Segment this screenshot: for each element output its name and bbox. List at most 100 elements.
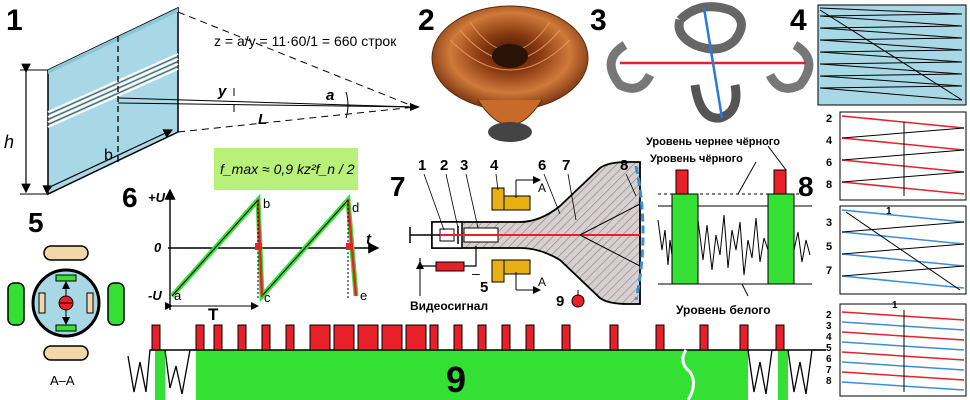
panel-3-saddle-coils: 3 <box>590 2 814 123</box>
minus-sign: – <box>472 265 480 281</box>
label-b: b <box>104 147 113 164</box>
point-d: d <box>352 200 359 215</box>
inner-left <box>38 292 46 314</box>
even-label-1: 4 <box>826 135 833 147</box>
video-seg-1 <box>657 219 673 266</box>
hblank-right-1 <box>778 350 788 400</box>
blank-pulse-1 <box>671 193 699 285</box>
odd-field-lines <box>841 209 965 289</box>
inner-right <box>86 292 94 314</box>
odd-field-retrace <box>841 211 965 291</box>
point-c: c <box>264 290 271 305</box>
panel-8-video-levels: Уровень чернее чёрного Уровень чёрного 8… <box>646 136 814 317</box>
label-a: a <box>326 87 334 104</box>
view-ray-2 <box>117 102 416 108</box>
coil-throat <box>492 44 528 68</box>
coil-4-upper-b <box>503 195 531 211</box>
panel-6-sawtooth: f_max ≈ 0,9 kz²f_n / 2 6 +U 0 -U t a b c… <box>122 148 380 324</box>
frame-label-5: 7 <box>826 365 832 376</box>
coil-top <box>43 245 89 261</box>
view-cone-top <box>177 11 416 108</box>
coil-base <box>488 122 532 142</box>
zero-cross-1 <box>255 243 262 250</box>
beam-deflect-up <box>579 203 641 236</box>
callout-7: 7 <box>562 157 570 174</box>
screen-top-edge <box>48 8 178 74</box>
frame-label-6: 8 <box>826 376 832 387</box>
panel-9-number: 9 <box>446 359 466 400</box>
video-seg-2 <box>697 214 769 276</box>
black-leader <box>737 161 757 195</box>
panel-3-number: 3 <box>590 4 607 37</box>
panel-7-number: 7 <box>390 171 406 202</box>
inner-top <box>55 274 77 282</box>
odd-label-1: 5 <box>826 241 832 253</box>
even-label-0: 2 <box>826 113 832 125</box>
progressive-raster <box>817 4 967 106</box>
panel-9-field-sync: 9 <box>127 324 826 400</box>
frame-label-1: 3 <box>826 321 832 332</box>
blank-pulse-2 <box>767 193 795 285</box>
coil-5-lower <box>491 259 505 283</box>
formula-lines: z = a/y = 11·60/1 = 660 строк <box>214 33 397 49</box>
panel-6-number: 6 <box>122 182 138 213</box>
signal-resistor <box>435 261 465 272</box>
view-cone-bottom <box>177 106 416 133</box>
panel-5-number: 5 <box>28 207 44 238</box>
coil-bottom <box>43 345 89 361</box>
b-dimension <box>42 129 174 194</box>
sync-train <box>151 324 785 351</box>
odd-label-0: 3 <box>826 217 832 229</box>
video-tail-left <box>127 349 155 393</box>
panel-2-deflection-coil-photo: 2 <box>418 4 589 142</box>
callout-4: 4 <box>490 157 499 174</box>
section-a-bottom: A <box>538 275 546 289</box>
callout-1: 1 <box>418 157 426 174</box>
saddle-coils <box>606 2 814 123</box>
panel-7-crt: 7 A A – Видеосигнал 1 2 3 4 6 7 8 <box>390 157 645 313</box>
callout-9: 9 <box>556 293 564 310</box>
period-label: T <box>208 305 219 324</box>
panel-2-number: 2 <box>418 4 435 37</box>
even-label-2: 6 <box>826 157 832 169</box>
coil-5-lower-b <box>503 259 531 275</box>
label-y: y <box>217 83 227 100</box>
even-field-retrace <box>841 122 965 196</box>
interlaced-frame-raster <box>839 303 967 397</box>
callout-3: 3 <box>460 157 468 174</box>
blacker-leader <box>767 145 787 171</box>
scan-lines-shade <box>47 56 179 125</box>
time-break <box>681 349 695 400</box>
callout-5: 5 <box>480 279 488 296</box>
panel-4-number: 4 <box>790 4 807 37</box>
level-white-label: Уровень белого <box>676 303 771 317</box>
coil-left <box>7 282 25 326</box>
view-ray-1 <box>117 97 416 108</box>
section-a-top: A <box>538 181 546 195</box>
beam-deflect-down <box>579 234 641 267</box>
level-black-label: Уровень чёрного <box>650 153 743 165</box>
point-b: b <box>263 196 270 211</box>
coil-4-upper <box>491 187 505 211</box>
label-L: L <box>258 111 267 128</box>
crt-envelope <box>431 161 641 305</box>
t-label: t <box>366 231 372 248</box>
white-leader <box>741 283 749 297</box>
callout-2: 2 <box>440 157 448 174</box>
hblank-left-1 <box>155 350 165 400</box>
callout-8: 8 <box>620 157 628 174</box>
callout-6: 6 <box>538 157 546 174</box>
vertical-axis-blue <box>702 7 724 119</box>
screen-plane <box>47 6 179 196</box>
odd-label-2: 7 <box>826 265 832 277</box>
interlaced-lines <box>841 310 965 392</box>
progressive-lines <box>819 7 963 101</box>
even-field-raster <box>839 111 967 201</box>
video-gap-right <box>747 349 778 395</box>
plus-u: +U <box>148 190 166 205</box>
formula-box <box>214 148 358 190</box>
frame-label-4: 6 <box>826 354 832 365</box>
angle-arc <box>345 91 349 119</box>
frame-label-3: 5 <box>826 343 832 354</box>
